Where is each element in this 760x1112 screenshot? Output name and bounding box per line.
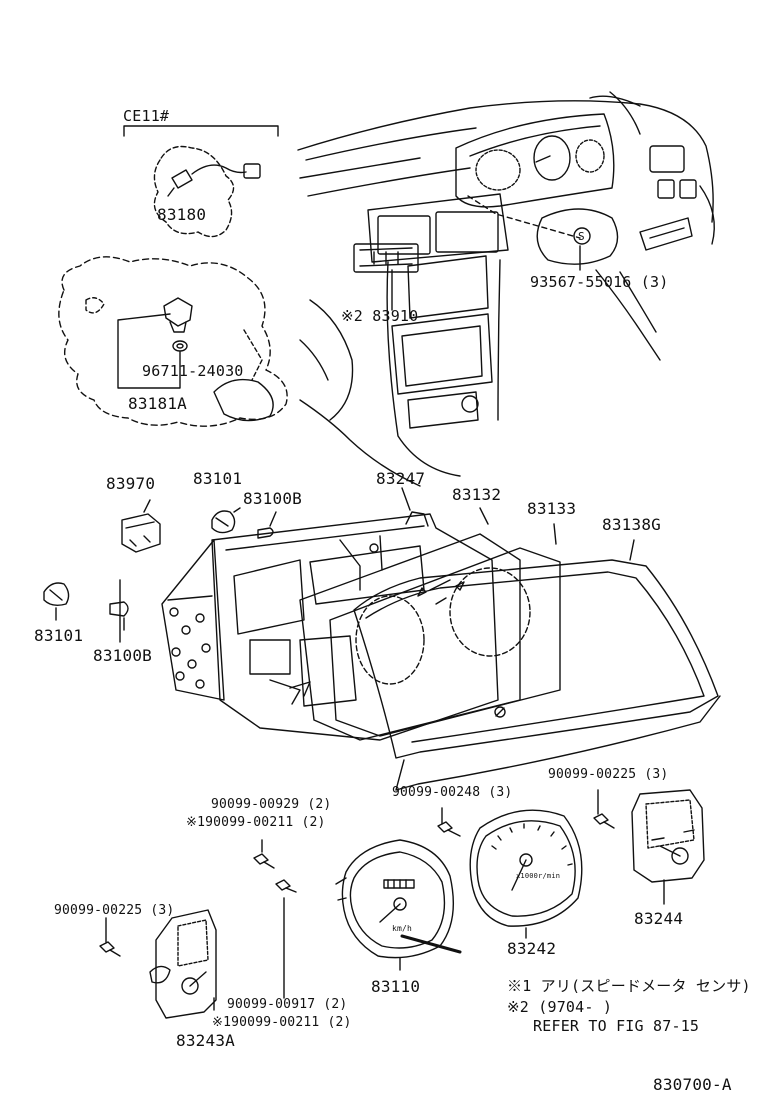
- figure-code: 830700-A: [653, 1075, 732, 1094]
- part-label-83247: 83247: [376, 469, 426, 488]
- tachometer-unit-text: x1000r/min: [516, 872, 561, 880]
- screw-90099-00929: [253, 853, 275, 869]
- note-1: ※1 アリ(スピードメータ センサ): [507, 977, 751, 995]
- leader-lines-dash: [391, 195, 591, 311]
- part-label-83970: 83970: [106, 474, 156, 493]
- part-label-83100B-top: 83100B: [243, 489, 302, 508]
- note-2: ※2 (9704- ): [507, 998, 613, 1016]
- part-label-83181A: 83181A: [128, 394, 187, 413]
- variant-bracket: [123, 125, 279, 137]
- part-label-83132: 83132: [452, 485, 502, 504]
- part-label-83242: 83242: [507, 939, 557, 958]
- variant-label: CE11#: [123, 107, 170, 125]
- printed-circuit-board: [161, 539, 225, 701]
- part-label-83101-left: 83101: [34, 626, 84, 645]
- speed-sensor-83180: [153, 145, 261, 238]
- dashboard-outline: [297, 91, 715, 487]
- part-label-96711-24030: 96711-24030: [142, 362, 244, 380]
- socket-83970: [121, 513, 161, 553]
- speedometer-83110: [335, 839, 462, 971]
- clip-s-marker: S: [578, 230, 585, 243]
- socket-83101-left: [43, 582, 70, 607]
- part-label-90099-00225-left: 90099-00225 (3): [54, 903, 175, 918]
- note-3: REFER TO FIG 87-15: [533, 1017, 700, 1035]
- socket-83101-top: [211, 510, 236, 534]
- cluster-case-83247: [211, 511, 499, 741]
- gauge-83243A: [149, 909, 217, 1019]
- speedometer-unit-text: km/h: [392, 924, 413, 933]
- part-label-90099-00225-right: 90099-00225 (3): [548, 767, 669, 782]
- gauge-83244: [631, 789, 705, 883]
- screw-90099-00225-left: [99, 941, 121, 957]
- part-label-83100B-left: 83100B: [93, 646, 152, 665]
- tachometer-83242: [469, 809, 583, 927]
- bulb-83100B-left: [109, 601, 129, 631]
- bulb-83100B-top: [257, 527, 274, 539]
- screw-90099-00225-right: [593, 813, 615, 829]
- part-label-83110: 83110: [371, 977, 421, 996]
- part-label-83180: 83180: [157, 205, 207, 224]
- part-label-83244: 83244: [634, 909, 684, 928]
- label-leaders: [55, 487, 665, 943]
- sensor-83181A: [117, 297, 193, 389]
- screw-90099-00917: [275, 879, 297, 999]
- part-label-190099-00211-a: ※190099-00211 (2): [186, 815, 326, 830]
- cluster-glass-83138G: [353, 559, 721, 791]
- part-label-190099-00211-b: ※190099-00211 (2): [212, 1015, 352, 1030]
- part-label-83133: 83133: [527, 499, 577, 518]
- part-label-93567-55016: 93567-55016 (3): [530, 273, 669, 291]
- part-label-83138G: 83138G: [602, 515, 661, 534]
- screw-90099-00248: [437, 821, 461, 837]
- part-label-90099-00248: 90099-00248 (3): [392, 785, 513, 800]
- part-label-90099-00917: 90099-00917 (2): [227, 997, 348, 1012]
- part-label-83243A: 83243A: [176, 1031, 235, 1050]
- part-label-83101-top: 83101: [193, 469, 243, 488]
- transmission-outline: [58, 256, 288, 427]
- part-label-90099-00929: 90099-00929 (2): [211, 797, 332, 812]
- part-label-83910: ※2 83910: [341, 307, 419, 325]
